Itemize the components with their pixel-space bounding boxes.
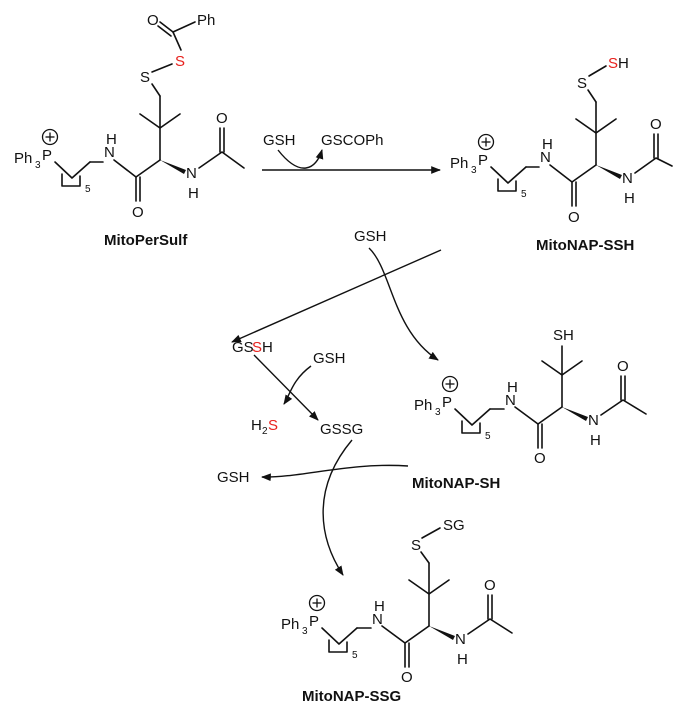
mitonap-ssg-name: MitoNAP-SSG	[302, 688, 401, 705]
thiol-sh-label: SH	[553, 327, 574, 344]
sulfur-red-label: S	[175, 53, 185, 70]
nh-n2-label-4: N	[455, 631, 466, 648]
carbonyl-o-label: O	[132, 204, 144, 221]
curved-arrow-3	[283, 365, 312, 405]
ph3-label-3: Ph	[414, 397, 432, 414]
nh-h-label: H	[106, 131, 117, 148]
nh-h2-label: H	[188, 185, 199, 202]
mitonap-ssh-name: MitoNAP-SSH	[536, 237, 634, 254]
carbonyl-o-label-3: O	[534, 450, 546, 467]
gssg-label: GSSG	[320, 421, 363, 438]
nh-n-label-4: N	[372, 611, 383, 628]
nh-n2-label-3: N	[588, 412, 599, 429]
sulfur-red-label-2: S	[608, 55, 618, 72]
gssh-gs-prefix: GS	[232, 339, 254, 356]
gsh-reagent-1: GSH	[263, 132, 296, 149]
phosphorus-label-4: P	[309, 613, 319, 630]
phosphorus-label-2: P	[478, 152, 488, 169]
sulfur-1-label-4: S	[411, 537, 421, 554]
h2s-h-label: H	[251, 417, 262, 434]
thiol-h-label: H	[618, 55, 629, 72]
nh-n-label-3: N	[505, 392, 516, 409]
sulfur-1-label-2: S	[577, 75, 587, 92]
positive-charge-icon-3	[441, 375, 459, 393]
chain-count-3: 5	[485, 431, 491, 442]
positive-charge-icon-4	[308, 594, 326, 612]
acetyl-o-label-3: O	[617, 358, 629, 375]
nh-h2-label-3: H	[590, 432, 601, 449]
mitopersulf-name: MitoPerSulf	[104, 232, 188, 249]
acetyl-o-label: O	[216, 110, 228, 127]
ph3-label: Ph	[14, 150, 32, 167]
gsh-reagent-3: GSH	[313, 350, 346, 367]
chain-count-2: 5	[521, 189, 527, 200]
chain-count: 5	[85, 184, 91, 195]
nh-h-label-2: H	[542, 136, 553, 153]
h2s-subscript: 2	[262, 426, 268, 437]
curved-arrow-2	[368, 247, 439, 361]
gssh-h-suffix: H	[262, 339, 273, 356]
ph3-subscript: 3	[35, 160, 41, 171]
glutathione-sg-label: SG	[443, 517, 465, 534]
reaction-arrow-2	[231, 249, 442, 343]
nh-h-label-4: H	[374, 598, 385, 615]
ph3-label-2: Ph	[450, 155, 468, 172]
nh-h2-label-4: H	[457, 651, 468, 668]
nh-n-label-2: N	[540, 149, 551, 166]
carbonyl-o-label-2: O	[568, 209, 580, 226]
mitonap-ssh-structure: Ph 3 P 5 N H O N H O S S H	[450, 55, 673, 226]
chain-count-4: 5	[352, 650, 358, 661]
positive-charge-icon-2	[477, 133, 495, 151]
gsh-reagent-2: GSH	[354, 228, 387, 245]
mitopersulf-structure: Ph 3 P 5 N H O N H O S S O Ph	[14, 12, 245, 221]
phosphorus-label: P	[42, 147, 52, 164]
reaction-arrow-4	[261, 464, 409, 482]
ph3-label-4: Ph	[281, 616, 299, 633]
curved-arrow-1	[277, 149, 324, 169]
h2s-red-sulfur: S	[268, 417, 278, 434]
ph3-subscript-4: 3	[302, 626, 308, 637]
gssh-red-sulfur: S	[252, 339, 262, 356]
gscoph-byproduct: GSCOPh	[321, 132, 384, 149]
nh-h2-label-2: H	[624, 190, 635, 207]
mitonap-sh-name: MitoNAP-SH	[412, 475, 500, 492]
nh-n2-label-2: N	[622, 170, 633, 187]
mitonap-ssg-structure: Ph 3 P 5 N H O N H O S SG	[281, 517, 513, 686]
ph3-subscript-2: 3	[471, 165, 477, 176]
nh-n2-label: N	[186, 165, 197, 182]
acetyl-o-label-4: O	[484, 577, 496, 594]
nh-n-label: N	[104, 144, 115, 161]
curved-arrow-4	[322, 439, 353, 576]
phosphorus-label-3: P	[442, 394, 452, 411]
phenyl-label: Ph	[197, 12, 215, 29]
acetyl-o-label-2: O	[650, 116, 662, 133]
mitonap-sh-structure: Ph 3 P 5 N H O N H O SH	[414, 327, 647, 467]
reaction-arrow-3	[253, 354, 319, 421]
thioester-o-label: O	[147, 12, 159, 29]
positive-charge-icon	[41, 128, 59, 146]
gsh-product: GSH	[217, 469, 250, 486]
sulfur-1-label: S	[140, 69, 150, 86]
carbonyl-o-label-4: O	[401, 669, 413, 686]
ph3-subscript-3: 3	[435, 407, 441, 418]
nh-h-label-3: H	[507, 379, 518, 396]
